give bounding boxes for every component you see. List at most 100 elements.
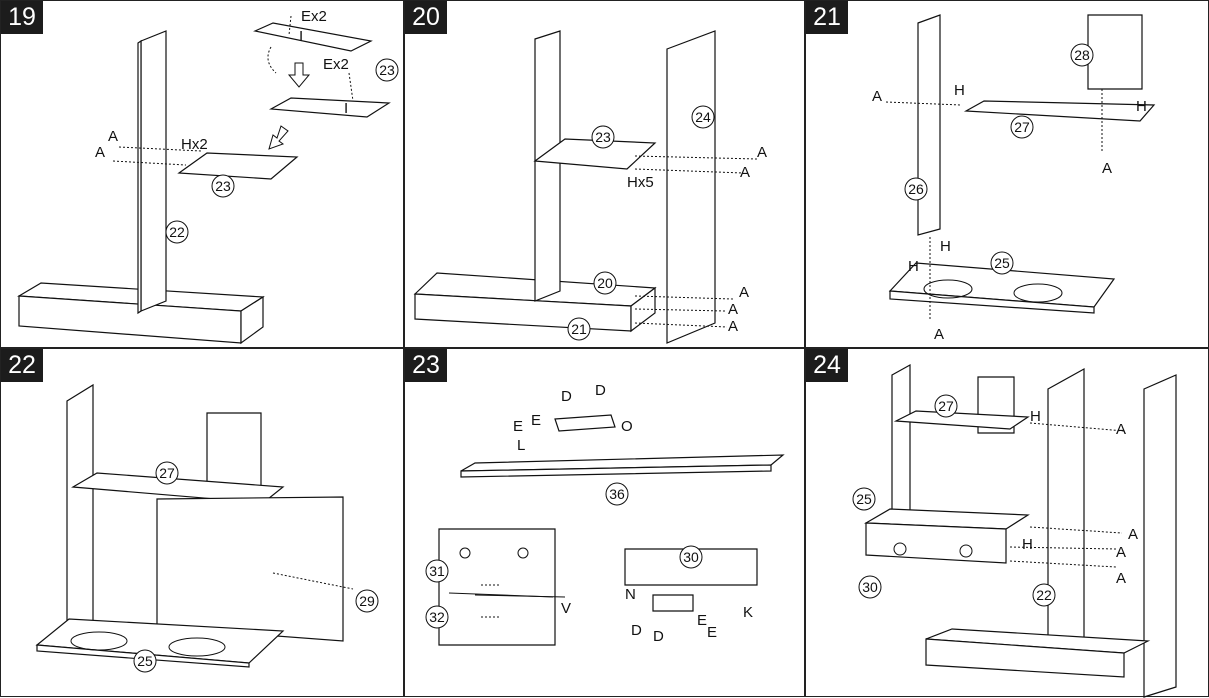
panel-28 — [1087, 14, 1143, 90]
label-hx5: Hx5 — [627, 174, 654, 191]
label-a-3: A — [739, 284, 749, 301]
step-number: 24 — [806, 349, 848, 382]
label-k: K — [743, 604, 753, 621]
shelf-23-mid — [268, 97, 391, 118]
step-21-drawing: A H H A H H A 28 27 26 25 — [872, 14, 1156, 343]
part-23-lower: 23 — [215, 178, 231, 194]
label-d-2: D — [595, 382, 606, 399]
label-a-3: A — [1116, 544, 1126, 561]
label-h-4: H — [908, 258, 919, 275]
label-v: V — [561, 600, 571, 617]
side-panel-24 — [1143, 374, 1177, 698]
label-a-3: A — [934, 326, 944, 343]
step-22-panel: 22 27 29 25 — [0, 348, 404, 697]
step-19-drawing: Ex2 I Ex2 I A A Hx2 23 23 22 — [17, 8, 399, 345]
label-a-2: A — [740, 164, 750, 181]
base-side — [240, 295, 264, 345]
part-27: 27 — [159, 465, 175, 481]
upright-26 — [917, 14, 941, 236]
part-31: 31 — [429, 563, 445, 579]
part-27: 27 — [938, 398, 954, 414]
label-d-3: D — [631, 622, 642, 639]
label-a-1: A — [872, 88, 882, 105]
bracket-n — [652, 594, 694, 612]
part-28: 28 — [1074, 47, 1090, 63]
label-l: L — [517, 437, 525, 454]
base-front — [925, 638, 1125, 678]
shelf-23 — [533, 138, 657, 170]
upright-22 — [140, 30, 167, 312]
step-22-drawing: 27 29 25 — [35, 383, 379, 673]
shelf-23-top — [253, 22, 373, 52]
part-25: 25 — [994, 255, 1010, 271]
step-19-panel: 19 Ex2 I Ex2 I A A Hx2 23 23 22 — [0, 0, 404, 348]
part-29: 29 — [359, 593, 375, 609]
step-24-drawing: H A H A A A 27 25 30 22 — [852, 363, 1177, 698]
bracket-o — [554, 414, 616, 432]
label-o: O — [621, 418, 633, 435]
part-30: 30 — [683, 549, 699, 565]
part-22: 22 — [1036, 587, 1052, 603]
part-25: 25 — [856, 491, 872, 507]
step-23-panel: 23 D D E E O L V N D D E E K 36 31 32 30 — [404, 348, 805, 697]
label-a-2: A — [95, 144, 105, 161]
step-number: 20 — [405, 1, 447, 34]
label-e-4: E — [707, 624, 717, 641]
label-a-1: A — [757, 144, 767, 161]
step-20-drawing: Hx5 A A A A A 23 24 20 21 — [413, 30, 767, 344]
label-a-2: A — [1102, 160, 1112, 177]
part-27: 27 — [1014, 119, 1030, 135]
part-24: 24 — [695, 109, 711, 125]
label-h-3: H — [940, 238, 951, 255]
label-h-2: H — [1022, 536, 1033, 553]
step-number: 23 — [405, 349, 447, 382]
label-a-4: A — [728, 301, 738, 318]
label-d-1: D — [561, 388, 572, 405]
part-36: 36 — [609, 486, 625, 502]
panel-31-32 — [438, 528, 556, 646]
side-panel-24 — [666, 30, 716, 344]
label-e-3: E — [697, 612, 707, 629]
step-number: 21 — [806, 1, 848, 34]
label-h-1: H — [954, 82, 965, 99]
part-23-top: 23 — [379, 62, 395, 78]
label-hx2: Hx2 — [181, 136, 208, 153]
label-h-2: H — [1136, 98, 1147, 115]
step-20-panel: 20 Hx5 A A A A A 23 24 20 21 — [404, 0, 805, 348]
label-h-1: H — [1030, 408, 1041, 425]
step-number: 22 — [1, 349, 43, 382]
upright-22 — [534, 30, 561, 302]
upright-26 — [66, 383, 94, 650]
label-a-1: A — [1116, 421, 1126, 438]
back-panel-29 — [156, 496, 344, 642]
part-22: 22 — [169, 224, 185, 240]
part-23: 23 — [595, 129, 611, 145]
part-20: 20 — [597, 275, 613, 291]
step-23-drawing: D D E E O L V N D D E E K 36 31 32 30 — [425, 382, 785, 646]
part-21: 21 — [571, 321, 587, 337]
shelf-27 — [893, 410, 1030, 430]
shelf-27 — [963, 100, 1156, 122]
label-e-2: E — [531, 412, 541, 429]
front-panel-30 — [865, 522, 1007, 564]
upright-22 — [1047, 367, 1085, 664]
part-30: 30 — [862, 579, 878, 595]
label-a-5: A — [728, 318, 738, 335]
part-26: 26 — [908, 181, 924, 197]
label-a-4: A — [1116, 570, 1126, 587]
step-21-panel: 21 A H H A H H A 28 27 26 25 — [805, 0, 1209, 348]
down-arrow-icon — [287, 62, 311, 88]
part-25: 25 — [137, 653, 153, 669]
part-32: 32 — [429, 609, 445, 625]
label-i-top: I — [299, 28, 303, 45]
label-a-2: A — [1128, 526, 1138, 543]
label-n: N — [625, 586, 636, 603]
label-ex2-top: Ex2 — [301, 8, 327, 25]
label-i-mid: I — [344, 100, 348, 117]
shelf-27 — [71, 472, 285, 504]
label-e-1: E — [513, 418, 523, 435]
label-a-1: A — [108, 128, 118, 145]
down-left-arrow-icon — [268, 125, 289, 150]
step-number: 19 — [1, 1, 43, 34]
